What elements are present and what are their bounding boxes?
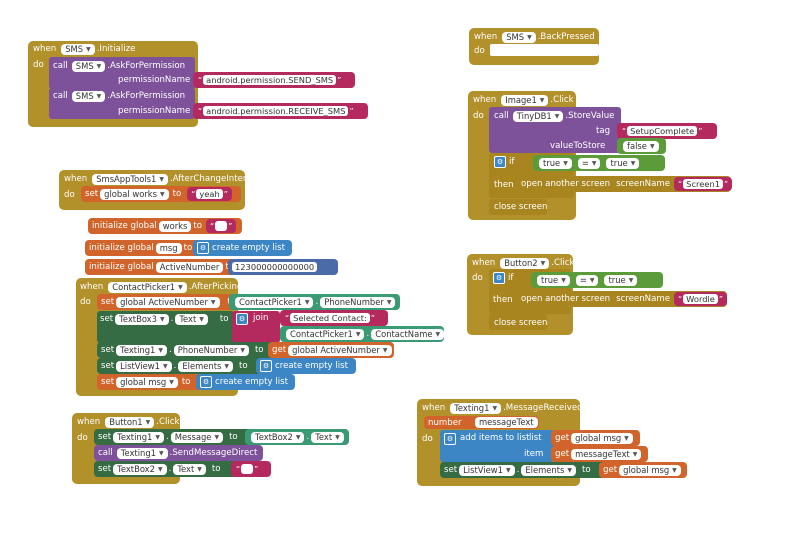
- empty-string[interactable]: “”: [231, 461, 271, 477]
- selected-contact-string[interactable]: “Selected Contact: ”: [280, 310, 388, 326]
- init-global-msg[interactable]: initialize global msg to: [85, 240, 203, 256]
- send-sms-string[interactable]: “android.permission.SEND_SMS”: [193, 72, 355, 88]
- texting1-sendmessagedirect[interactable]: call Texting1▼ .SendMessageDirect: [94, 445, 263, 461]
- param-messagetext[interactable]: messageText: [469, 416, 539, 429]
- get-global-msg[interactable]: get global msg▼: [551, 430, 640, 446]
- texting1-component-dropdown[interactable]: Texting1▼: [450, 402, 502, 414]
- add-items-to-list[interactable]: [440, 430, 554, 462]
- button2-close-screen[interactable]: [489, 314, 547, 330]
- activenumber-number[interactable]: 123000000000000: [228, 259, 338, 275]
- init-global-activenumber[interactable]: initialize global ActiveNumber to: [85, 259, 239, 275]
- textbox2-text-getter[interactable]: TextBox2▼. Text▼: [245, 429, 349, 445]
- set-global-works[interactable]: set global works▼ to “yeah”: [81, 186, 241, 202]
- gear-icon[interactable]: ⚙: [236, 313, 248, 325]
- get-messagetext[interactable]: get messageText▼: [551, 446, 648, 462]
- image1-close-screen[interactable]: [489, 199, 547, 215]
- contactpicker-component-dropdown[interactable]: ContactPicker1▼: [108, 281, 187, 293]
- create-empty-list-msg-2[interactable]: ⚙create empty list: [196, 374, 295, 390]
- set-listview1-elements[interactable]: set ListView1▼. Elements▼ to: [97, 358, 265, 374]
- sms-back-component-dropdown[interactable]: SMS▼: [502, 31, 536, 43]
- image1-open-screen-block[interactable]: open another screen screenName “Screen1”: [517, 176, 733, 192]
- sms-component-dropdown[interactable]: SMS▼: [61, 43, 95, 55]
- sms-initialize-header: when SMS▼ .Initialize: [33, 43, 136, 55]
- set-texting1-message[interactable]: set Texting1▼. Message▼ to: [94, 429, 255, 445]
- gear-icon[interactable]: ⚙: [260, 360, 272, 372]
- button2-open-screen-block[interactable]: open another screen screenName “Wordle”: [517, 291, 728, 307]
- gear-icon[interactable]: ⚙: [197, 242, 209, 254]
- init-global-works[interactable]: initialize global works to “”: [88, 218, 242, 234]
- smsapptools-component-dropdown[interactable]: SmsAppTools1▼: [92, 173, 168, 185]
- false-boolean[interactable]: false▼: [617, 138, 666, 154]
- contactpicker-contactname-getter[interactable]: ContactPicker1▼. ContactName▼: [280, 326, 445, 342]
- image1-compare-block[interactable]: true▼ =▼ true▼: [533, 155, 665, 171]
- set-global-activenumber[interactable]: set global ActiveNumber▼ to: [97, 294, 239, 310]
- gear-icon[interactable]: ⚙: [493, 272, 505, 284]
- receive-sms-string[interactable]: “android.permission.RECEIVE_SMS”: [193, 103, 368, 119]
- contactpicker-phonenumber-getter[interactable]: ContactPicker1▼. PhoneNumber▼: [229, 294, 400, 310]
- set-textbox2-text[interactable]: set TextBox2▼. Text▼ to: [94, 461, 242, 477]
- get-global-msg-2[interactable]: get global msg▼: [599, 462, 687, 478]
- image1-component-dropdown[interactable]: Image1▼: [501, 94, 549, 106]
- get-global-activenumber[interactable]: get global ActiveNumber▼: [268, 342, 394, 358]
- set-texting1-phonenumber[interactable]: set Texting1▼. PhoneNumber▼ to: [97, 342, 277, 358]
- setupcomplete-string[interactable]: “SetupComplete”: [617, 123, 717, 139]
- gear-icon[interactable]: ⚙: [444, 433, 456, 445]
- set-global-msg[interactable]: set global msg▼ to: [97, 374, 205, 390]
- create-empty-list-msg[interactable]: ⚙create empty list: [193, 240, 292, 256]
- sms-call1-component[interactable]: SMS▼: [71, 60, 106, 72]
- gear-icon[interactable]: ⚙: [200, 376, 212, 388]
- sms-call2-component[interactable]: SMS▼: [71, 90, 106, 102]
- create-empty-list-listview[interactable]: ⚙create empty list: [256, 358, 356, 374]
- tinydb-component-dropdown[interactable]: TinyDB1▼: [512, 110, 564, 122]
- set-listview1-elements-2[interactable]: set ListView1▼. Elements▼ to: [440, 462, 608, 478]
- gear-icon[interactable]: ⚙: [494, 156, 506, 168]
- button2-compare-block[interactable]: true▼ =▼ true▼: [531, 272, 663, 288]
- button1-component-dropdown[interactable]: Button1▼: [105, 416, 155, 428]
- button2-component-dropdown[interactable]: Button2▼: [500, 257, 550, 269]
- param-number[interactable]: number: [424, 416, 476, 429]
